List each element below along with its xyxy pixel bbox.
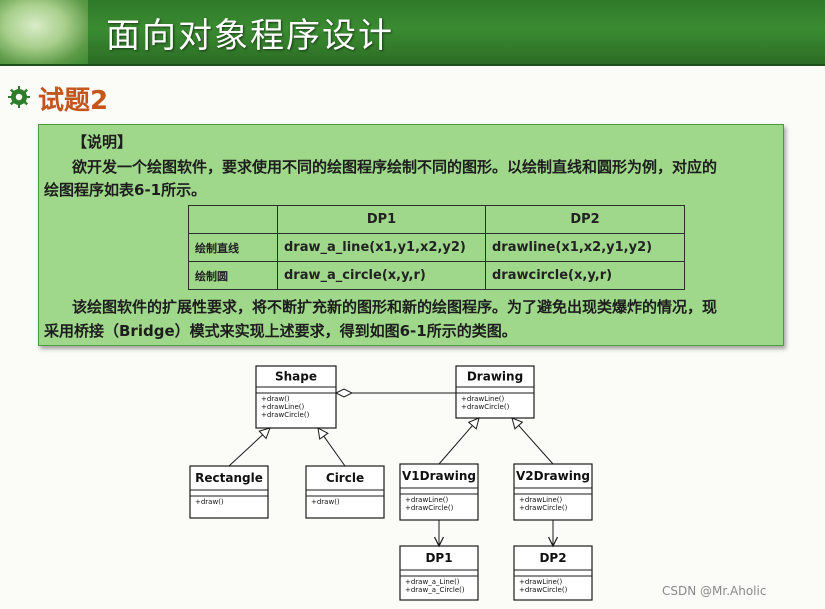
inherit-v1drawing-drawing-line <box>438 425 473 465</box>
inherit-rectangle-shape-line <box>228 434 264 467</box>
class-operation: +drawCircle() <box>461 403 510 411</box>
class-name: Drawing <box>467 370 523 384</box>
description-para1-line1: 欲开发一个绘图软件，要求使用不同的绘图程序绘制不同的图形。以绘制直线和圆形为例，… <box>72 158 718 176</box>
class-operation: +drawCircle() <box>519 586 568 594</box>
table-cell: drawcircle(x,y,r) <box>485 261 685 290</box>
class-operation: +drawLine() <box>519 578 563 586</box>
description-para1-line2: 绘图程序如表6-1所示。 <box>44 181 207 199</box>
class-name: Circle <box>326 471 364 485</box>
inherit-v2drawing-drawing-arrowhead <box>511 417 524 430</box>
class-operation: +draw_a_Line() <box>405 578 460 586</box>
dependency-v2drawing-dp2-arrowhead <box>547 536 559 548</box>
table-cell: 绘制直线 <box>188 233 278 262</box>
class-operation: +drawLine() <box>405 496 449 504</box>
watermark: CSDN @Mr.Aholic <box>662 584 767 598</box>
class-box-shape <box>255 365 337 429</box>
header-bar: 面向对象程序设计 <box>0 0 825 66</box>
class-name: Rectangle <box>195 471 263 485</box>
class-operation: +draw_a_Circle() <box>405 586 465 594</box>
class-box-v2drawing <box>513 463 593 521</box>
aggregation-diamond <box>334 388 354 398</box>
gear-bullet-icon <box>8 86 30 108</box>
class-name: DP1 <box>425 551 452 565</box>
class-box-v1drawing <box>399 463 479 521</box>
drawing-program-table: DP1 DP2 绘制直线 draw_a_line(x1,y1,x2,y2) dr… <box>188 205 685 290</box>
table-cell: draw_a_line(x1,y1,x2,y2) <box>277 233 486 262</box>
class-box-rectangle <box>189 465 269 519</box>
table-row: 绘制圆 draw_a_circle(x,y,r) drawcircle(x,y,… <box>188 261 685 290</box>
table-cell: 绘制圆 <box>188 261 278 290</box>
inherit-circle-shape-line <box>323 435 346 467</box>
class-name: Shape <box>275 370 317 384</box>
class-name: DP2 <box>539 551 566 565</box>
class-box-dp2 <box>513 545 593 601</box>
class-operation: +drawCircle() <box>519 504 568 512</box>
inherit-v1drawing-drawing-arrowhead <box>467 417 480 430</box>
description-para2-line2: 采用桥接（Bridge）模式来实现上述要求，得到如图6-1所示的类图。 <box>44 322 517 340</box>
table-cell: draw_a_circle(x,y,r) <box>277 261 486 290</box>
class-operation: +drawCircle() <box>261 411 310 419</box>
inherit-v2drawing-drawing-line <box>518 425 554 465</box>
class-operation: +drawLine() <box>261 403 305 411</box>
description-heading: 【说明】 <box>72 133 133 151</box>
inherit-rectangle-shape-arrowhead <box>258 427 271 440</box>
table-header-cell: DP2 <box>485 205 685 234</box>
class-box-dp1 <box>399 545 479 601</box>
dependency-v1drawing-dp1-arrowhead <box>433 536 445 548</box>
table-header-cell <box>188 205 278 234</box>
class-operation: +drawCircle() <box>405 504 454 512</box>
table-cell: drawline(x1,x2,y1,y2) <box>485 233 685 262</box>
hands-holding-plant-icon <box>0 0 88 64</box>
class-operation: +drawLine() <box>461 395 505 403</box>
class-box-circle <box>305 465 385 519</box>
section-title: 试题2 <box>38 86 109 116</box>
page-title: 面向对象程序设计 <box>106 16 394 56</box>
class-name: V1Drawing <box>402 469 476 483</box>
class-operation: +draw() <box>195 498 224 506</box>
table-header-cell: DP1 <box>277 205 486 234</box>
table-header-row: DP1 DP2 <box>188 205 685 234</box>
class-box-drawing <box>455 365 535 419</box>
inherit-circle-shape-arrowhead <box>317 427 329 440</box>
class-operation: +drawLine() <box>519 496 563 504</box>
class-name: V2Drawing <box>516 469 590 483</box>
class-operation: +draw() <box>311 498 340 506</box>
class-operation: +draw() <box>261 395 290 403</box>
table-row: 绘制直线 draw_a_line(x1,y1,x2,y2) drawline(x… <box>188 233 685 262</box>
description-para2-line1: 该绘图软件的扩展性要求，将不断扩充新的图形和新的绘图程序。为了避免出现类爆炸的情… <box>72 298 718 316</box>
